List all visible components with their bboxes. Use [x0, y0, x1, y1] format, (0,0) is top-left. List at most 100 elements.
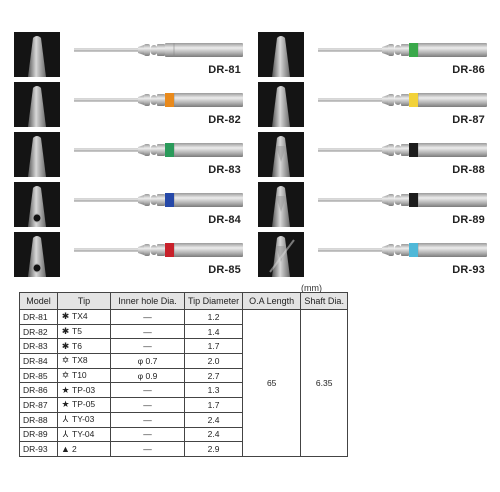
cell-inner-hole: —	[110, 441, 185, 457]
cell-model: DR-85	[19, 367, 58, 384]
bit-image	[70, 34, 245, 66]
bit-image	[70, 134, 245, 166]
tip-code: TP-05	[72, 399, 96, 410]
cell-model: DR-93	[19, 441, 58, 457]
cell-model: DR-87	[19, 397, 58, 413]
tri-wing-tip-icon	[258, 132, 304, 177]
bit-image	[314, 34, 489, 66]
cell-inner-hole: —	[110, 411, 185, 428]
tip-code: TY-03	[72, 414, 95, 425]
model-label: DR-82	[208, 114, 241, 126]
cell-tip-diameter: 1.4	[183, 323, 244, 340]
cell-tip: ▲2	[57, 441, 111, 457]
model-label: DR-81	[208, 64, 241, 76]
bit-image	[314, 134, 489, 166]
cell-tip-diameter: 1.7	[183, 397, 244, 413]
product-row: DR-85	[14, 230, 249, 280]
tip-shape-icon: ▲	[61, 444, 70, 455]
product-row: DR-86	[258, 30, 493, 80]
spec-table-header-row: Model Tip Inner hole Dia. Tip Diameter O…	[19, 292, 349, 310]
cell-model: DR-83	[19, 338, 58, 355]
table-row: DR-87★TP-05—1.7	[19, 397, 348, 413]
cell-inner-hole: φ 0.7	[110, 353, 185, 369]
tip-code: TY-04	[72, 428, 95, 439]
cell-tip-diameter: 2.7	[183, 367, 244, 384]
torx-tip-icon	[14, 82, 60, 127]
product-row: DR-88	[258, 130, 493, 180]
cell-inner-hole: —	[110, 309, 185, 325]
cell-tip-diameter: 1.3	[183, 382, 244, 399]
cell-tip: ⅄TY-04	[57, 426, 111, 443]
cell-inner-hole: —	[110, 338, 185, 355]
product-row: DR-93	[258, 230, 493, 280]
spec-table: Model Tip Inner hole Dia. Tip Diameter O…	[19, 292, 349, 457]
tip-code: TX8	[72, 355, 88, 366]
cell-shaft-dia: 6.35	[300, 309, 349, 457]
tip-code: T10	[72, 370, 87, 381]
header-inner-hole: Inner hole Dia.	[110, 292, 185, 310]
product-row: DR-87	[258, 80, 493, 130]
cell-tip: ✱TX4	[57, 309, 111, 325]
tip-code: T5	[72, 326, 82, 337]
tip-shape-icon: ✡	[61, 355, 70, 366]
cell-tip: ★TP-05	[57, 397, 111, 413]
tri-wing-tip-icon	[258, 182, 304, 227]
table-row: DR-83✱T6—1.7	[19, 338, 348, 355]
cell-tip-diameter: 2.4	[183, 426, 244, 443]
product-row: DR-82	[14, 80, 249, 130]
header-tip: Tip	[57, 292, 111, 310]
cell-inner-hole: —	[110, 397, 185, 413]
tip-shape-icon: ✱	[61, 326, 70, 337]
tip-code: 2	[72, 444, 77, 455]
security-torx-tip-icon	[14, 182, 60, 227]
security-torx-tip-icon	[14, 232, 60, 277]
tip-code: TP-03	[72, 384, 96, 395]
model-label: DR-86	[452, 64, 485, 76]
product-row: DR-81	[14, 30, 249, 80]
triangle-tip-icon	[258, 232, 304, 277]
cell-model: DR-88	[19, 411, 58, 428]
torx-tip-icon	[14, 32, 60, 77]
table-row: DR-86★TP-03—1.3	[19, 382, 348, 399]
model-label: DR-87	[452, 114, 485, 126]
model-label: DR-85	[208, 264, 241, 276]
product-row: DR-83	[14, 130, 249, 180]
tip-code: T6	[72, 340, 82, 351]
tip-code: TX4	[72, 311, 88, 322]
bit-image	[70, 234, 245, 266]
model-label: DR-93	[452, 264, 485, 276]
cell-tip: ✱T6	[57, 338, 111, 355]
tip-shape-icon: ⅄	[62, 414, 69, 425]
cell-tip: ⅄TY-03	[57, 411, 111, 428]
table-row: DR-89⅄TY-04—2.4	[19, 426, 348, 443]
header-tip-diameter: Tip Diameter	[183, 292, 244, 310]
tip-shape-icon: ✡	[61, 370, 70, 381]
cell-oa-length: 65	[242, 309, 302, 457]
cell-model: DR-81	[19, 309, 58, 325]
table-row: DR-88⅄TY-03—2.4	[19, 411, 348, 428]
table-row: DR-93▲2—2.9	[19, 441, 348, 457]
cell-tip: ✡T10	[57, 367, 111, 384]
header-oa-length: O.A Length	[242, 292, 302, 310]
tip-shape-icon: ★	[61, 399, 70, 410]
tip-shape-icon: ✱	[61, 340, 70, 351]
cell-inner-hole: —	[110, 323, 185, 340]
cell-inner-hole: φ 0.9	[110, 367, 185, 384]
cell-tip-diameter: 2.9	[183, 441, 244, 457]
cell-model: DR-84	[19, 353, 58, 369]
cell-model: DR-82	[19, 323, 58, 340]
bit-image	[70, 184, 245, 216]
model-label: DR-89	[452, 214, 485, 226]
bit-image	[314, 184, 489, 216]
model-label: DR-84	[208, 214, 241, 226]
cell-tip: ✡TX8	[57, 353, 111, 369]
unit-label: (mm)	[301, 283, 322, 293]
cell-inner-hole: —	[110, 426, 185, 443]
cell-tip: ✱T5	[57, 323, 111, 340]
cell-tip-diameter: 1.2	[183, 309, 244, 325]
bit-image	[314, 84, 489, 116]
